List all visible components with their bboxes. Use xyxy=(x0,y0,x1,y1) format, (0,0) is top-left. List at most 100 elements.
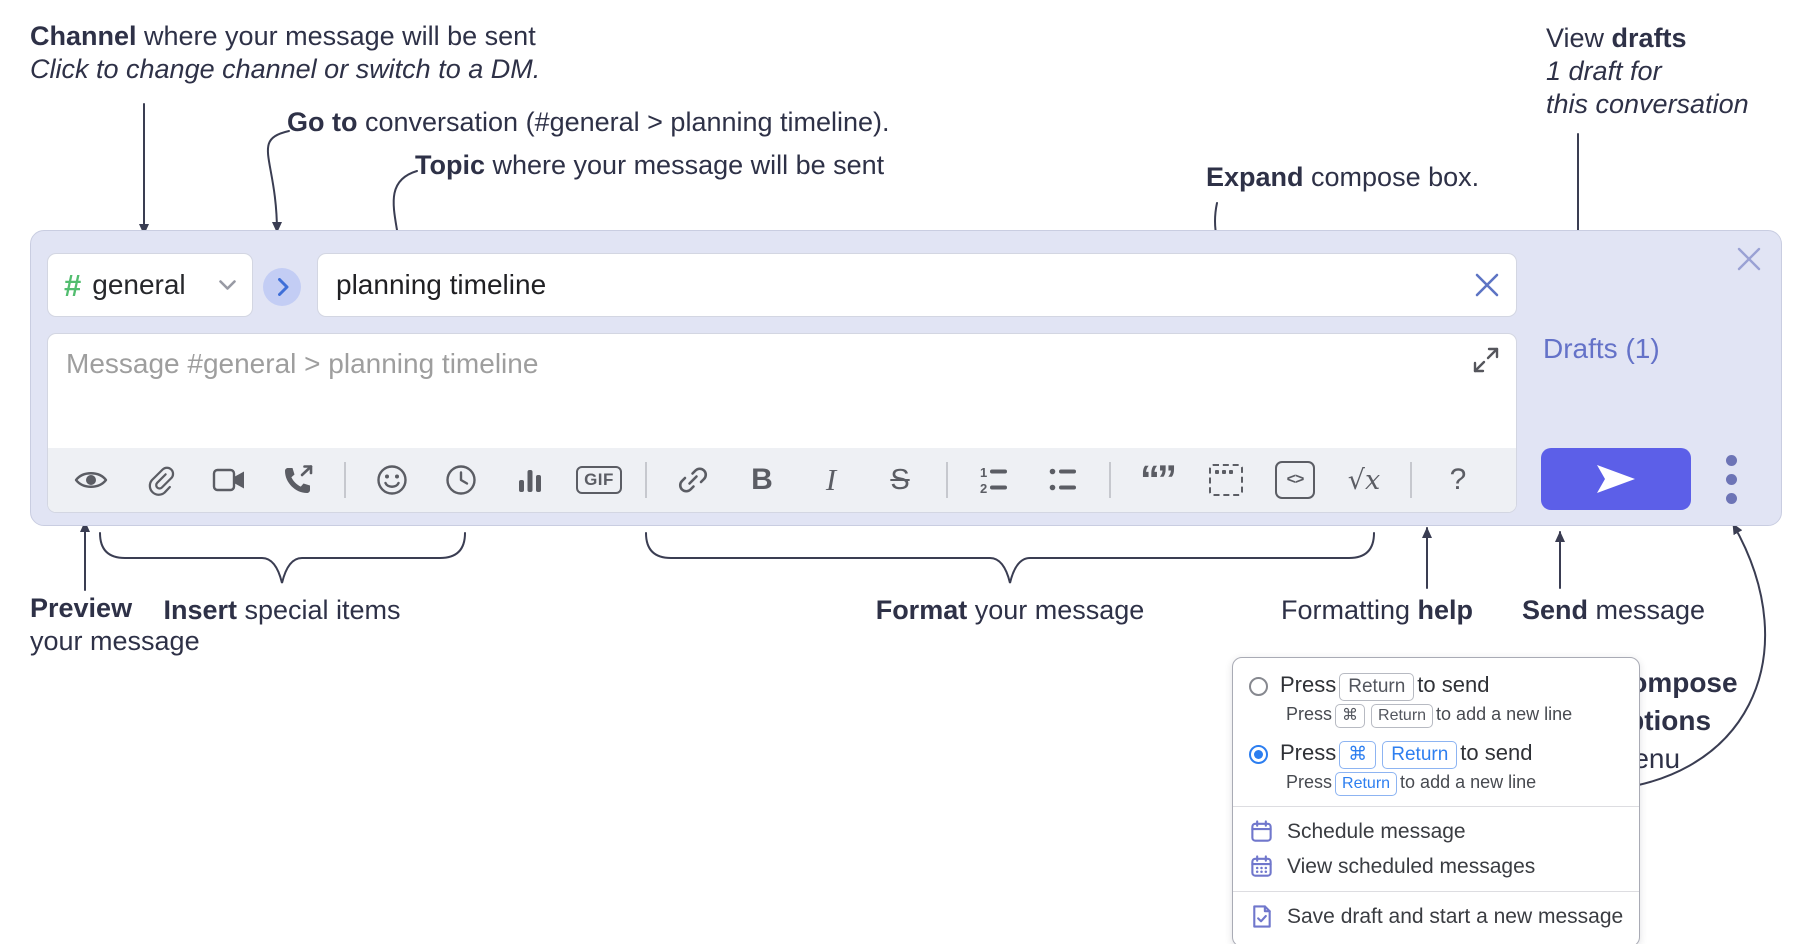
close-compose-button[interactable] xyxy=(1733,243,1765,275)
smiley-icon xyxy=(377,465,407,495)
spoiler-button[interactable] xyxy=(1203,457,1249,503)
view-scheduled-messages-label: View scheduled messages xyxy=(1287,854,1536,878)
add-global-time-button[interactable] xyxy=(438,457,484,503)
view-drafts-line2: 1 draft for xyxy=(1546,56,1662,86)
draft-check-icon xyxy=(1253,905,1271,928)
expand-annotation: Expand compose box. xyxy=(1206,162,1480,192)
quote-button[interactable]: “” xyxy=(1134,457,1180,503)
start-video-call-button[interactable] xyxy=(206,457,252,503)
svg-text:2: 2 xyxy=(980,481,987,495)
compose-box: # general planning timeline Message #gen… xyxy=(30,230,1782,526)
video-camera-icon xyxy=(212,468,244,492)
format-brace xyxy=(645,532,1375,584)
channel-annotation-line2: Click to change channel or switch to a D… xyxy=(30,54,541,84)
toolbar-divider xyxy=(1410,462,1412,498)
menu-divider xyxy=(1233,891,1640,892)
code-button[interactable]: <> xyxy=(1272,457,1318,503)
question-mark-icon: ? xyxy=(1449,463,1467,496)
ellipsis-icon xyxy=(1725,454,1737,466)
topic-input[interactable]: planning timeline xyxy=(317,253,1517,317)
bulleted-list-button[interactable] xyxy=(1040,457,1086,503)
insert-link-button[interactable] xyxy=(670,457,716,503)
bold-icon: B xyxy=(751,463,773,496)
message-compose-area[interactable]: Message #general > planning timeline xyxy=(47,333,1517,513)
add-gif-button[interactable]: GIF xyxy=(576,457,622,503)
goto-conversation-button[interactable] xyxy=(263,268,301,306)
topic-value: planning timeline xyxy=(336,269,547,300)
radio-unselected[interactable] xyxy=(1249,676,1268,696)
clock-icon xyxy=(446,465,476,495)
add-poll-button[interactable] xyxy=(507,457,553,503)
preview-annotation-line1: Preview xyxy=(30,593,133,623)
view-scheduled-messages-item[interactable]: View scheduled messages xyxy=(1249,849,1623,884)
preview-annotation: Preview your message xyxy=(30,592,200,658)
toolbar-divider xyxy=(1109,462,1111,498)
math-button[interactable]: √x xyxy=(1341,457,1387,503)
send-button[interactable] xyxy=(1541,448,1691,510)
italic-button[interactable]: I xyxy=(808,457,854,503)
channel-annotation: Channel where your message will be sent … xyxy=(30,20,540,86)
insert-annotation: Insert special items xyxy=(163,595,401,625)
preview-button[interactable] xyxy=(68,457,114,503)
insert-brace xyxy=(99,532,466,584)
drafts-link[interactable]: Drafts (1) xyxy=(1543,333,1660,364)
clear-topic-icon[interactable] xyxy=(1474,272,1500,298)
svg-text:1: 1 xyxy=(980,465,987,480)
view-drafts-line1: View drafts xyxy=(1546,23,1687,53)
preview-annotation-line2: your message xyxy=(30,626,200,656)
italic-icon: I xyxy=(825,462,837,497)
channel-annotation-line1: Channel where your message will be sent xyxy=(30,21,536,51)
formatting-help-annotation: Formatting help xyxy=(1280,595,1474,625)
format-annotation: Format your message xyxy=(875,595,1145,625)
menu-divider xyxy=(1233,806,1640,807)
expand-diagonal-arrows-icon xyxy=(1473,347,1499,373)
save-draft-item[interactable]: Save draft and start a new message xyxy=(1249,899,1623,934)
quote-icon: “” xyxy=(1140,458,1177,502)
start-audio-call-button[interactable] xyxy=(275,457,321,503)
strikethrough-icon: S xyxy=(890,463,910,496)
close-icon xyxy=(1737,247,1761,271)
schedule-message-label: Schedule message xyxy=(1287,819,1466,843)
paperclip-icon xyxy=(148,466,175,496)
bulleted-list-icon xyxy=(1049,468,1076,491)
calendar-grid-icon xyxy=(1251,855,1272,877)
strikethrough-button[interactable]: S xyxy=(877,457,923,503)
view-drafts-line3: this conversation xyxy=(1546,89,1749,119)
radio-selected[interactable] xyxy=(1249,744,1268,764)
bar-chart-icon xyxy=(519,470,541,492)
compose-toolbar: GIF B I xyxy=(48,448,1516,512)
attach-file-button[interactable] xyxy=(137,457,183,503)
add-emoji-button[interactable] xyxy=(369,457,415,503)
message-placeholder: Message #general > planning timeline xyxy=(66,348,539,379)
chevron-right-icon xyxy=(277,278,288,296)
toolbar-divider xyxy=(645,462,647,498)
topic-annotation: Topic where your message will be sent xyxy=(415,150,885,180)
formatting-help-button[interactable]: ? xyxy=(1435,457,1481,503)
channel-hash-icon: # xyxy=(64,267,82,303)
link-icon xyxy=(679,467,707,493)
spoiler-icon xyxy=(1209,464,1243,496)
phone-call-icon xyxy=(285,465,313,493)
channel-selector-button[interactable]: # general xyxy=(47,253,253,317)
numbered-list-button[interactable]: 1 2 xyxy=(971,457,1017,503)
channel-name: general xyxy=(92,269,186,300)
toolbar-divider xyxy=(344,462,346,498)
send-annotation: Send message xyxy=(1522,595,1706,625)
goto-leader-curve xyxy=(266,130,290,233)
gif-icon: GIF xyxy=(576,466,622,494)
schedule-message-item[interactable]: Schedule message xyxy=(1249,814,1623,849)
compose-options-button[interactable] xyxy=(1713,447,1749,511)
numbered-list-icon: 1 2 xyxy=(980,465,1007,495)
expand-compose-button[interactable] xyxy=(1470,344,1502,376)
bold-button[interactable]: B xyxy=(739,457,785,503)
math-icon: √x xyxy=(1347,464,1381,496)
view-drafts-annotation: View drafts 1 draft for this conversatio… xyxy=(1546,22,1749,121)
